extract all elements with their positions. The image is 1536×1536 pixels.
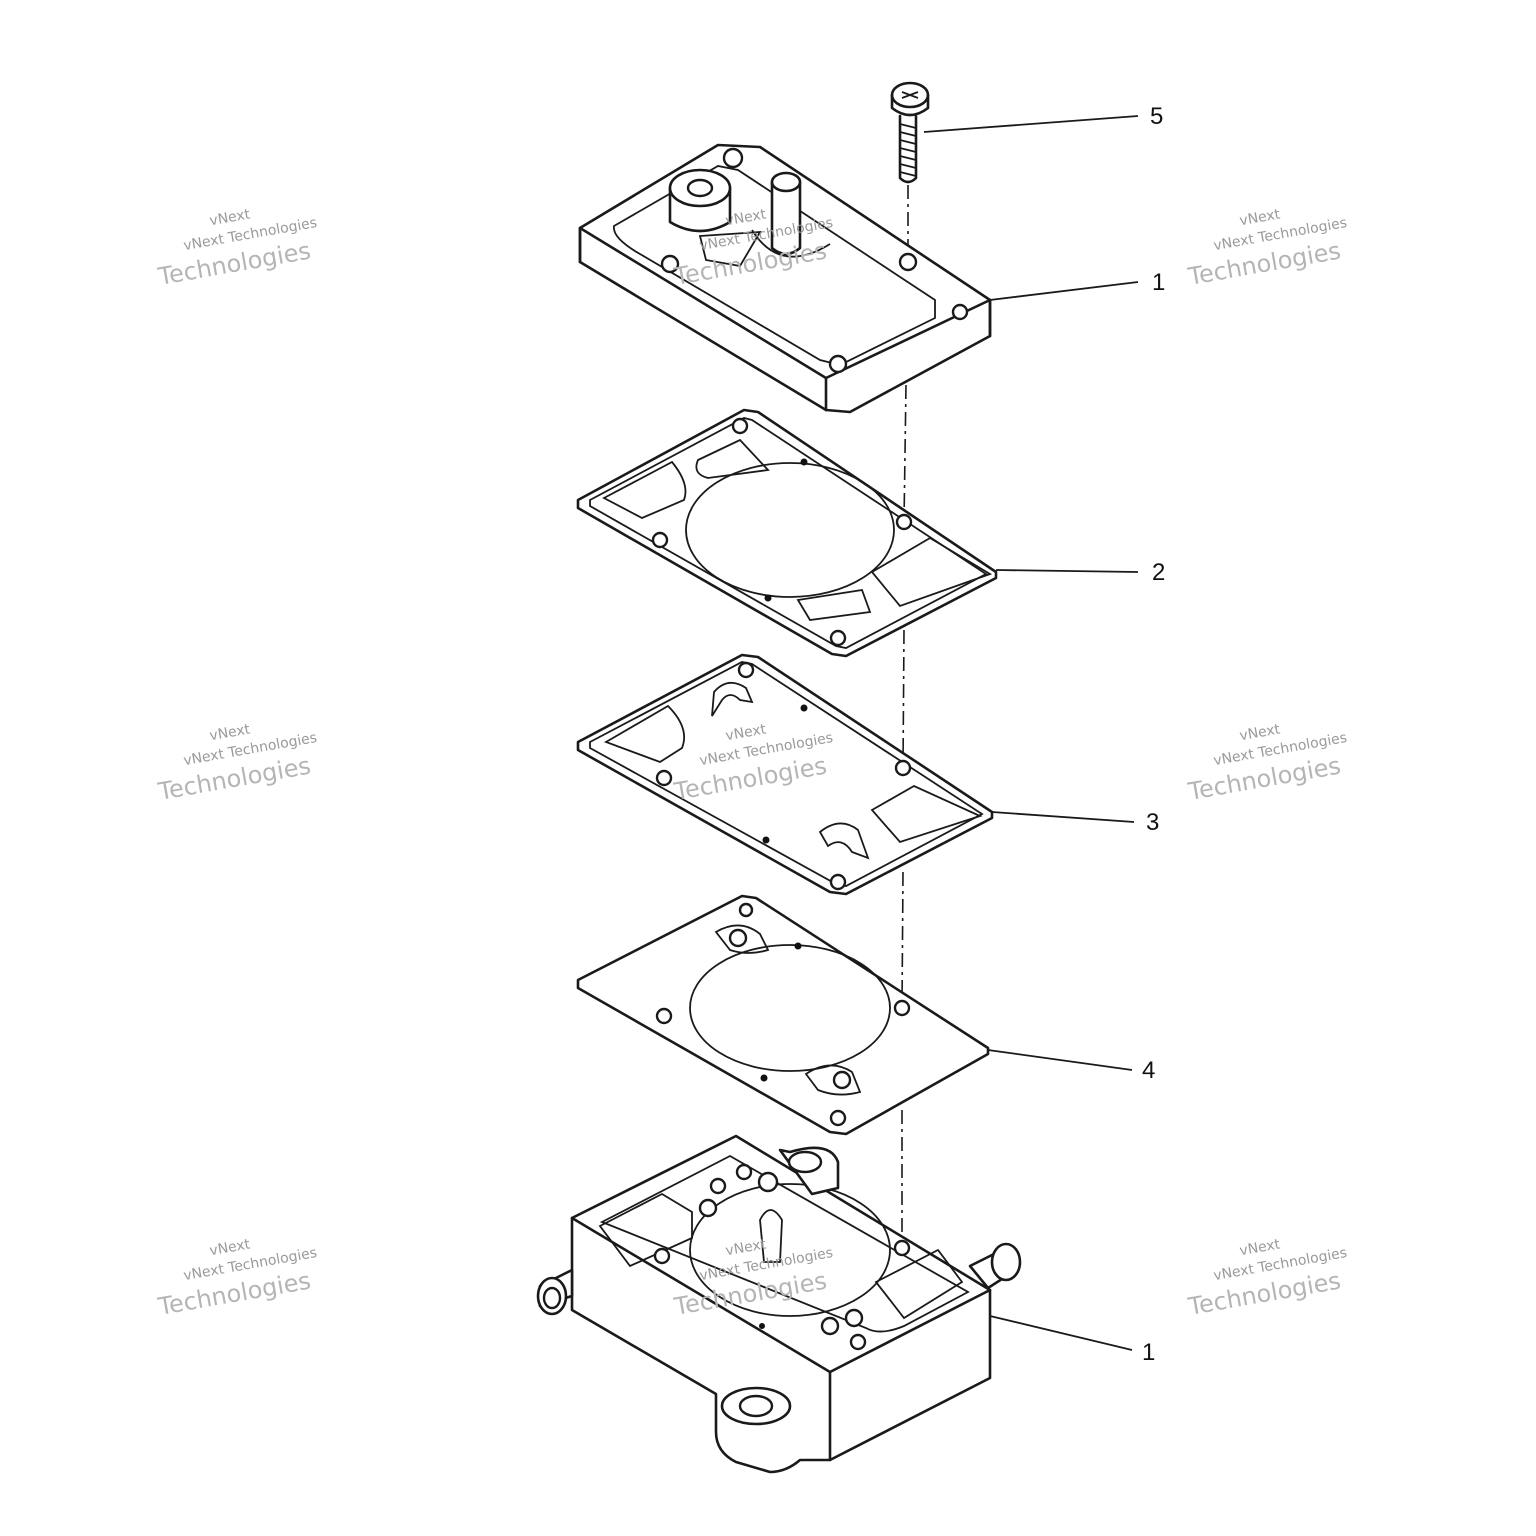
gasket-part-3 (576, 653, 994, 896)
diaphragm-part-4 (576, 894, 990, 1136)
watermark: vNext vNext Technologies Technologies (1185, 206, 1348, 291)
gasket-part-2 (576, 408, 998, 658)
callout-4: 4 (1142, 1057, 1155, 1084)
watermark: vNext vNext Technologies Technologies (1185, 1236, 1348, 1321)
callout-1-bottom: 1 (1142, 1339, 1155, 1366)
svg-text:vNext: vNext (724, 1236, 768, 1259)
svg-text:vNext: vNext (1238, 721, 1282, 744)
svg-text:vNext: vNext (1238, 1236, 1282, 1259)
callout-1-top: 1 (1152, 269, 1165, 296)
leader-lines (923, 115, 1139, 1351)
pump-body-part-1 (536, 1134, 1022, 1474)
svg-text:vNext: vNext (208, 721, 252, 744)
svg-text:vNext: vNext (724, 721, 768, 744)
svg-text:vNext: vNext (1238, 206, 1282, 229)
callout-2: 2 (1152, 559, 1165, 586)
watermark: vNext vNext Technologies Technologies (1185, 721, 1348, 806)
callout-3: 3 (1146, 809, 1159, 836)
top-cover-part-1 (578, 143, 992, 414)
watermark: vNext vNext Technologies Technologies (155, 1236, 318, 1321)
callout-5: 5 (1150, 103, 1163, 130)
watermark: vNext vNext Technologies Technologies (155, 206, 318, 291)
svg-text:vNext: vNext (208, 206, 252, 229)
svg-text:vNext: vNext (208, 1236, 252, 1259)
screw-part-5 (890, 81, 930, 184)
watermark: vNext vNext Technologies Technologies (155, 721, 318, 806)
svg-text:vNext: vNext (724, 206, 768, 229)
